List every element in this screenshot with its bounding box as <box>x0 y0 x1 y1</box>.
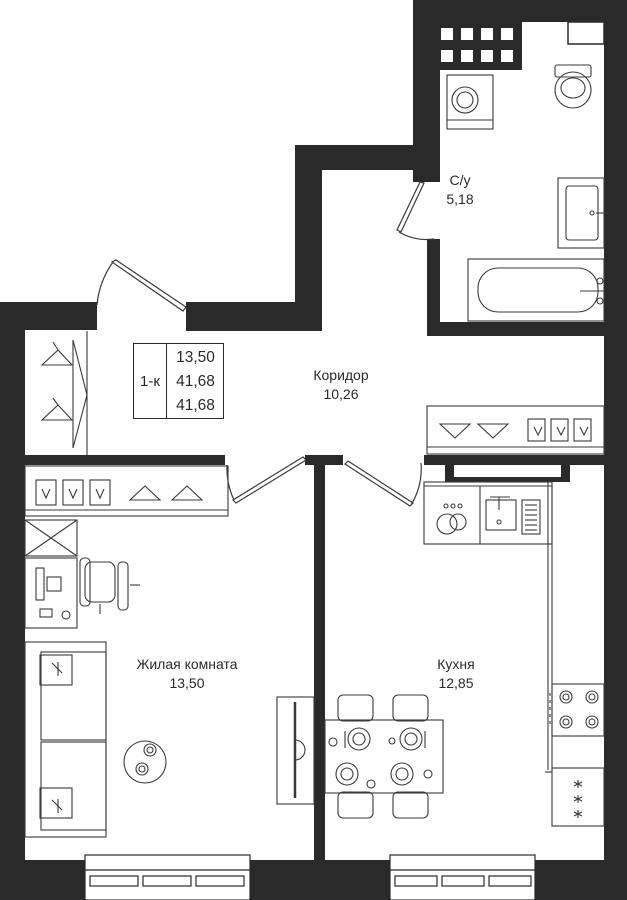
door-kitchen <box>344 460 422 507</box>
wall-interior-left <box>25 455 225 465</box>
coffee-table <box>123 740 167 784</box>
door-bathroom <box>396 181 435 241</box>
wall-bath-right-block <box>567 21 605 45</box>
doors <box>96 181 435 507</box>
wall-partition <box>314 455 325 860</box>
flat-info-box: 1-к 13,50 41,68 41,68 <box>133 343 224 419</box>
total-area-value: 41,68 <box>176 373 215 390</box>
bathroom-sink <box>557 177 606 249</box>
wall-left <box>0 308 25 900</box>
wardrobe-hall-right <box>426 405 605 455</box>
wardrobe-hall-left <box>40 331 88 455</box>
door-living <box>226 456 307 504</box>
room-label-bathroom: С/у 5,18 <box>430 171 490 209</box>
washing-machine <box>446 74 494 130</box>
wall-bottom-mid <box>250 860 390 900</box>
room-name-corridor: Коридор <box>313 367 369 383</box>
wall-right <box>604 0 627 900</box>
desk <box>24 557 140 629</box>
wall-bath-bottom <box>427 322 627 336</box>
wardrobe-living <box>24 465 229 517</box>
door-entrance <box>96 259 187 312</box>
dining-set <box>324 694 444 819</box>
wall-bath-left-lower <box>427 239 440 331</box>
flat-areas: 13,50 41,68 41,68 <box>167 346 224 418</box>
stove <box>549 683 605 737</box>
flat-type-label: 1-к <box>134 344 167 418</box>
storage-box <box>24 519 78 557</box>
room-area-living: 13,50 <box>169 675 205 691</box>
toilet <box>554 64 592 109</box>
wall-interior-right <box>424 455 604 465</box>
room-label-living: Жилая комната 13,50 <box>112 655 262 693</box>
living-area-value: 13,50 <box>176 349 215 366</box>
wall-kitchen-recess-inner <box>454 465 561 477</box>
room-area-corridor: 10,26 <box>323 386 359 402</box>
sofa <box>24 641 107 838</box>
window-living <box>84 854 251 900</box>
room-label-kitchen: Кухня 12,85 <box>416 655 496 693</box>
bathtub <box>467 258 605 322</box>
room-label-corridor: Коридор 10,26 <box>291 366 391 404</box>
wall-top-left <box>0 302 97 330</box>
furniture <box>24 64 606 838</box>
room-area-kitchen: 12,85 <box>438 675 474 691</box>
room-area-bathroom: 5,18 <box>446 191 474 207</box>
tv-stand <box>276 696 315 805</box>
windows <box>84 854 536 900</box>
vent-shafts <box>441 28 513 62</box>
fridge <box>545 767 605 827</box>
room-name-living: Жилая комната <box>136 656 238 672</box>
window-kitchen <box>389 854 536 900</box>
total-area-value-2: 41,68 <box>176 397 215 414</box>
wall-bottom-left <box>0 860 85 900</box>
room-name-kitchen: Кухня <box>437 656 475 672</box>
room-name-bathroom: С/у <box>449 172 471 188</box>
